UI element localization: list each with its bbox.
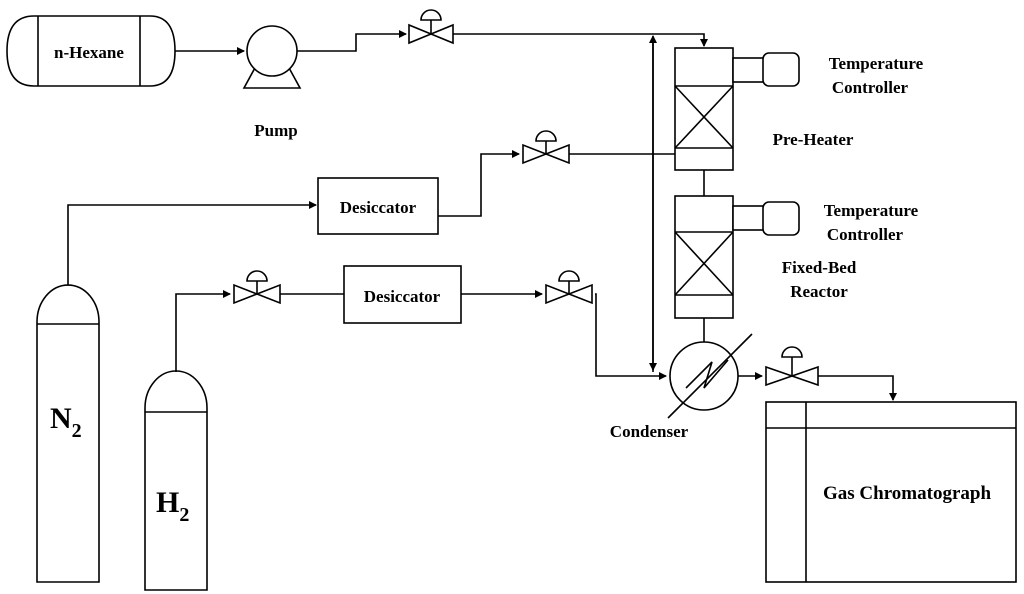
n2-label: N2 — [50, 402, 82, 442]
pre-heater: Pre-Heater — [674, 47, 854, 171]
n2-symbol: N — [50, 402, 72, 435]
temperature-controller-2: Temperature Controller — [732, 201, 919, 244]
reactor-label-line2: Reactor — [790, 282, 848, 301]
condenser: Condenser — [610, 333, 753, 441]
control-valve-h2-outlet — [545, 270, 593, 305]
n2-subscript: 2 — [72, 420, 82, 442]
valve-h2-to-condenser-line — [595, 293, 667, 380]
control-valve-hexane — [408, 9, 454, 45]
n2-to-desiccator-line — [67, 201, 317, 285]
gc-label: Gas Chromatograph — [823, 483, 991, 504]
h2-symbol: H — [156, 486, 179, 519]
desiccator-h2: Desiccator — [343, 265, 462, 324]
desiccator-n2: Desiccator — [317, 177, 439, 235]
control-valve-gc — [765, 346, 819, 387]
pump-to-valve-line — [297, 30, 407, 52]
desiccator-to-valve-n2-line — [438, 150, 520, 217]
control-valve-n2 — [522, 130, 570, 165]
tc1-label-line1: Temperature — [829, 54, 924, 73]
tc2-label-line1: Temperature — [824, 201, 919, 220]
n-hexane-tank: n-Hexane — [6, 15, 176, 87]
gas-chromatograph: Gas Chromatograph — [765, 401, 1017, 583]
h2-to-valve-line — [175, 290, 231, 372]
valve-to-preheater-line — [453, 33, 708, 47]
desiccator-h2-label: Desiccator — [364, 287, 441, 306]
tc2-label-line2: Controller — [827, 225, 904, 244]
condenser-label: Condenser — [610, 422, 689, 441]
pump-label: Pump — [254, 121, 297, 140]
tc1-label-line2: Controller — [832, 78, 909, 97]
control-valve-h2-inlet — [233, 270, 281, 305]
reactor-label-line1: Fixed-Bed — [782, 258, 857, 277]
n2-cylinder: N2 — [36, 284, 100, 583]
temperature-controller-1: Temperature Controller — [732, 52, 924, 97]
valve-to-gc-line — [818, 375, 897, 401]
h2-cylinder: H2 — [144, 370, 208, 591]
preheater-label: Pre-Heater — [773, 130, 854, 149]
fixed-bed-reactor: Fixed-Bed Reactor — [674, 195, 857, 319]
h2-subscript: 2 — [179, 504, 189, 526]
h2-label: H2 — [156, 486, 189, 526]
pump: Pump — [242, 25, 302, 140]
desiccator-n2-label: Desiccator — [340, 198, 417, 217]
hexane-label: n-Hexane — [54, 43, 124, 62]
